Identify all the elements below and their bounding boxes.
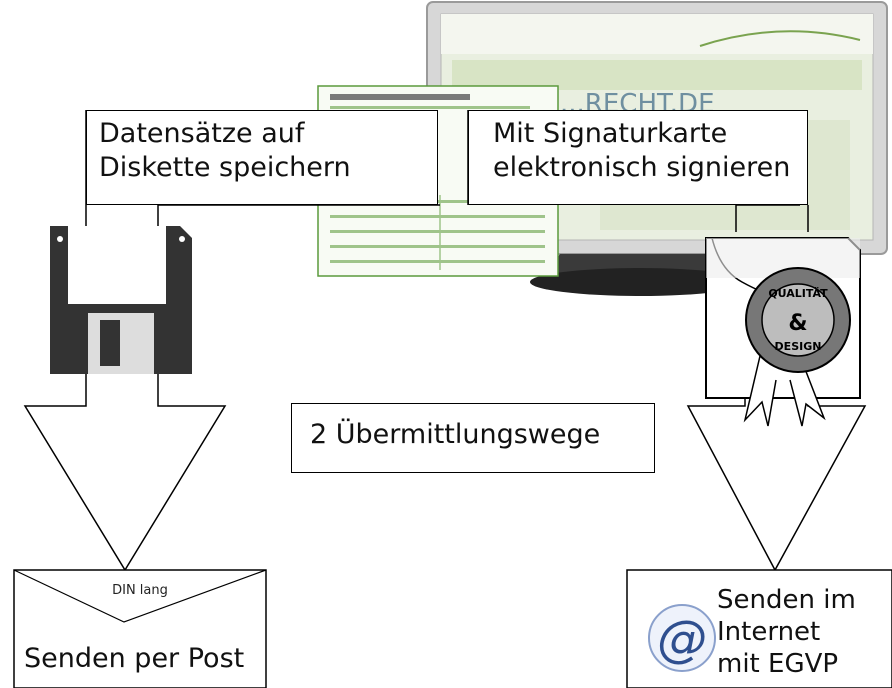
two-ways-label: 2 Übermittlungswege: [310, 419, 601, 450]
send-internet-line-2: Internet: [717, 617, 821, 647]
send-internet-text: Senden im Internet mit EGVP: [717, 584, 856, 680]
certificate-seal-icon: QUALITÄT & DESIGN: [705, 237, 861, 427]
two-ways-box: 2 Übermittlungswege: [291, 403, 655, 473]
at-sign-icon: @: [648, 604, 716, 672]
left-down-arrow: [23, 371, 227, 572]
sign-with-card-box: Mit Signaturkarte elektronisch signieren: [468, 110, 808, 205]
send-internet-line-3: mit EGVP: [717, 649, 839, 679]
seal-text-top: QUALITÄT: [768, 286, 828, 300]
svg-text:@: @: [657, 610, 707, 668]
save-to-disk-box: Datensätze auf Diskette speichern: [86, 110, 438, 205]
send-internet-line-1: Senden im: [717, 585, 856, 615]
envelope-icon: DIN lang: [13, 569, 267, 688]
envelope-format-label: DIN lang: [112, 583, 168, 598]
sign-with-card-line-1: Mit Signaturkarte: [493, 118, 728, 149]
save-to-disk-line-2: Diskette speichern: [99, 152, 351, 183]
floppy-disk-icon: [50, 226, 192, 374]
save-to-disk-line-1: Datensätze auf: [99, 118, 305, 149]
right-down-arrow: [686, 379, 867, 572]
seal-text-bottom: DESIGN: [775, 340, 822, 353]
send-by-post-label: Senden per Post: [24, 643, 245, 674]
seal-text-mid: &: [788, 311, 807, 336]
sign-with-card-line-2: elektronisch signieren: [493, 152, 791, 183]
